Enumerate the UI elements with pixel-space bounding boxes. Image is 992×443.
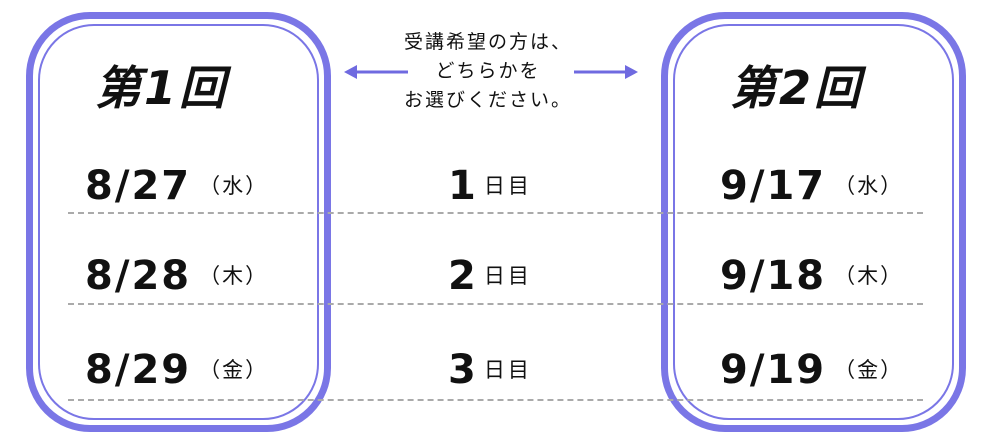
- left-arrow-icon: [344, 65, 408, 79]
- round-1-date-1: 8/27 （水）: [85, 162, 268, 210]
- date-value: 8/29: [85, 347, 192, 393]
- date-value: 8/27: [85, 163, 192, 209]
- round-2-panel: [661, 12, 966, 432]
- day-of-week: （水）: [834, 174, 904, 198]
- day-of-week: （金）: [199, 358, 269, 382]
- round-1-date-3: 8/29 （金）: [85, 346, 268, 394]
- date-value: 8/28: [85, 253, 192, 299]
- round-2-title: 第2回: [730, 61, 864, 115]
- date-value: 9/17: [720, 163, 827, 209]
- round-2-date-3: 9/19 （金）: [720, 346, 903, 394]
- day-unit: 日目: [483, 264, 532, 288]
- round-1-title: 第1回: [95, 61, 229, 115]
- row-divider-2: [68, 303, 923, 305]
- round-2-date-2: 9/18 （木）: [720, 252, 903, 300]
- round-1-date-2: 8/28 （木）: [85, 252, 268, 300]
- day-label-1: 1 日目: [448, 162, 532, 218]
- day-label-2: 2 日目: [448, 252, 532, 308]
- day-of-week: （木）: [199, 264, 269, 288]
- date-value: 9/19: [720, 347, 827, 393]
- row-divider-1: [68, 212, 923, 214]
- day-number: 2: [448, 253, 476, 299]
- day-unit: 日目: [483, 358, 532, 382]
- note-line-3: お選びください。: [403, 89, 572, 111]
- day-of-week: （水）: [199, 174, 269, 198]
- right-arrow-icon: [574, 65, 638, 79]
- date-value: 9/18: [720, 253, 827, 299]
- day-number: 1: [448, 163, 476, 209]
- note-line-2: どちらかを: [435, 60, 541, 82]
- selection-note: 受講希望の方は、 どちらかを お選びください。: [376, 28, 600, 115]
- day-of-week: （木）: [834, 264, 904, 288]
- round-2-date-1: 9/17 （水）: [720, 162, 903, 210]
- row-divider-3: [68, 399, 923, 401]
- schedule-row-2: 8/28 （木） 2 日目 9/18 （木）: [0, 252, 992, 312]
- schedule-row-1: 8/27 （水） 1 日目 9/17 （水）: [0, 162, 992, 222]
- day-number: 3: [448, 347, 476, 393]
- day-unit: 日目: [483, 174, 532, 198]
- note-line-1: 受講希望の方は、: [403, 31, 572, 53]
- schedule-row-3: 8/29 （金） 3 日目 9/19 （金）: [0, 346, 992, 406]
- round-1-panel: [26, 12, 331, 432]
- day-label-3: 3 日目: [448, 346, 532, 402]
- day-of-week: （金）: [834, 358, 904, 382]
